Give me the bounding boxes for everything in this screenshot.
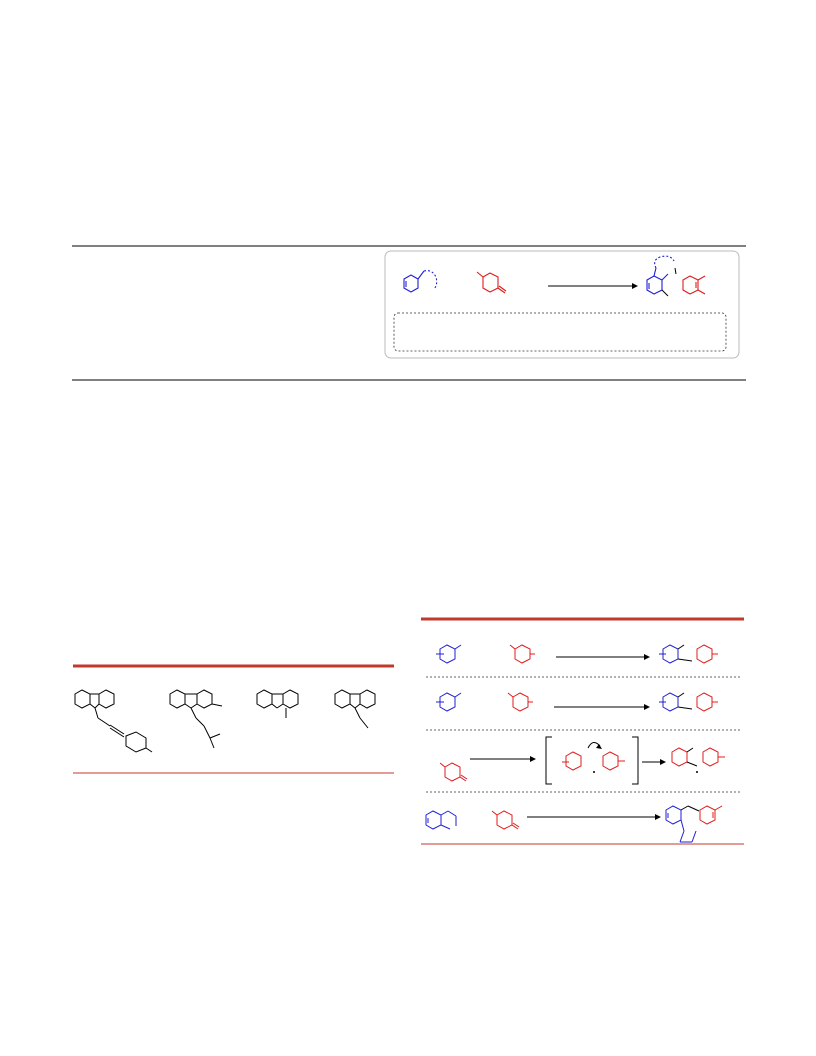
abstract-product-red: [682, 275, 706, 295]
molecule-2: [169, 689, 223, 749]
route-c: [439, 736, 725, 785]
abstract-inner-dashed-box: [393, 312, 727, 352]
abstract-blue-aniline: [403, 270, 438, 293]
abstract-product-bridge: [661, 267, 677, 297]
route-a: [436, 644, 718, 664]
molecule-3: [256, 689, 299, 718]
graphical-abstract: [384, 250, 740, 359]
molecule-1: [74, 689, 153, 753]
abstract-red-ketone: [476, 271, 507, 294]
route-b: [436, 692, 718, 712]
route-d: [425, 805, 723, 843]
molecule-4: [334, 689, 376, 729]
